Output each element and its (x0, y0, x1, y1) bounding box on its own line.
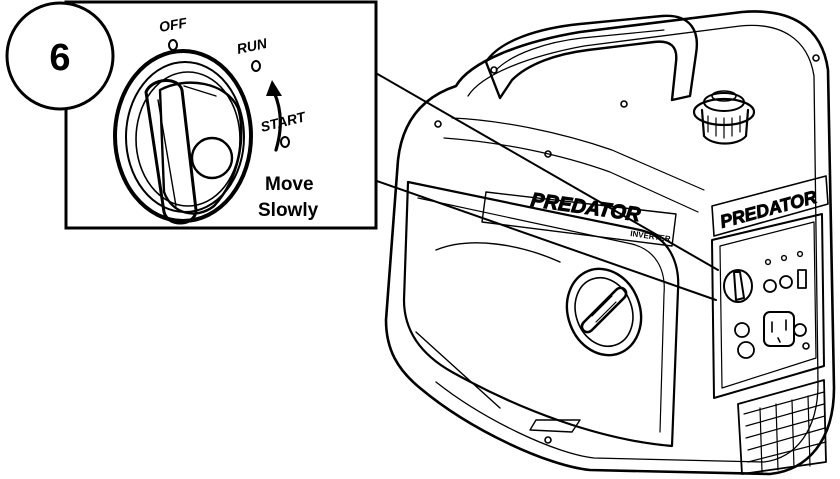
off-position-marker (168, 39, 178, 51)
control-panel (711, 213, 825, 399)
ac-outlet (763, 311, 795, 347)
instruction-line-2: Slowly (258, 200, 319, 221)
callout-box: OFF RUN START Move Slowly (64, 0, 378, 230)
start-position-marker (280, 136, 290, 148)
panel-engine-switch (723, 269, 753, 303)
instruction-line-1: Move (265, 174, 314, 195)
off-label: OFF (158, 14, 189, 35)
generator-illustration: PREDATOR INVERTER PREDATOR (384, 10, 836, 476)
engine-switch-knob (113, 49, 253, 225)
step-number: 6 (49, 37, 70, 79)
callout-leader-lines (373, 71, 719, 301)
rotation-arrow-icon (266, 80, 282, 152)
run-label: RUN (235, 35, 269, 57)
side-access-cover (565, 267, 643, 357)
step-number-badge: 6 (5, 1, 115, 111)
fuel-cap (692, 90, 756, 145)
vent-grille (737, 379, 827, 475)
run-position-marker (251, 60, 261, 72)
